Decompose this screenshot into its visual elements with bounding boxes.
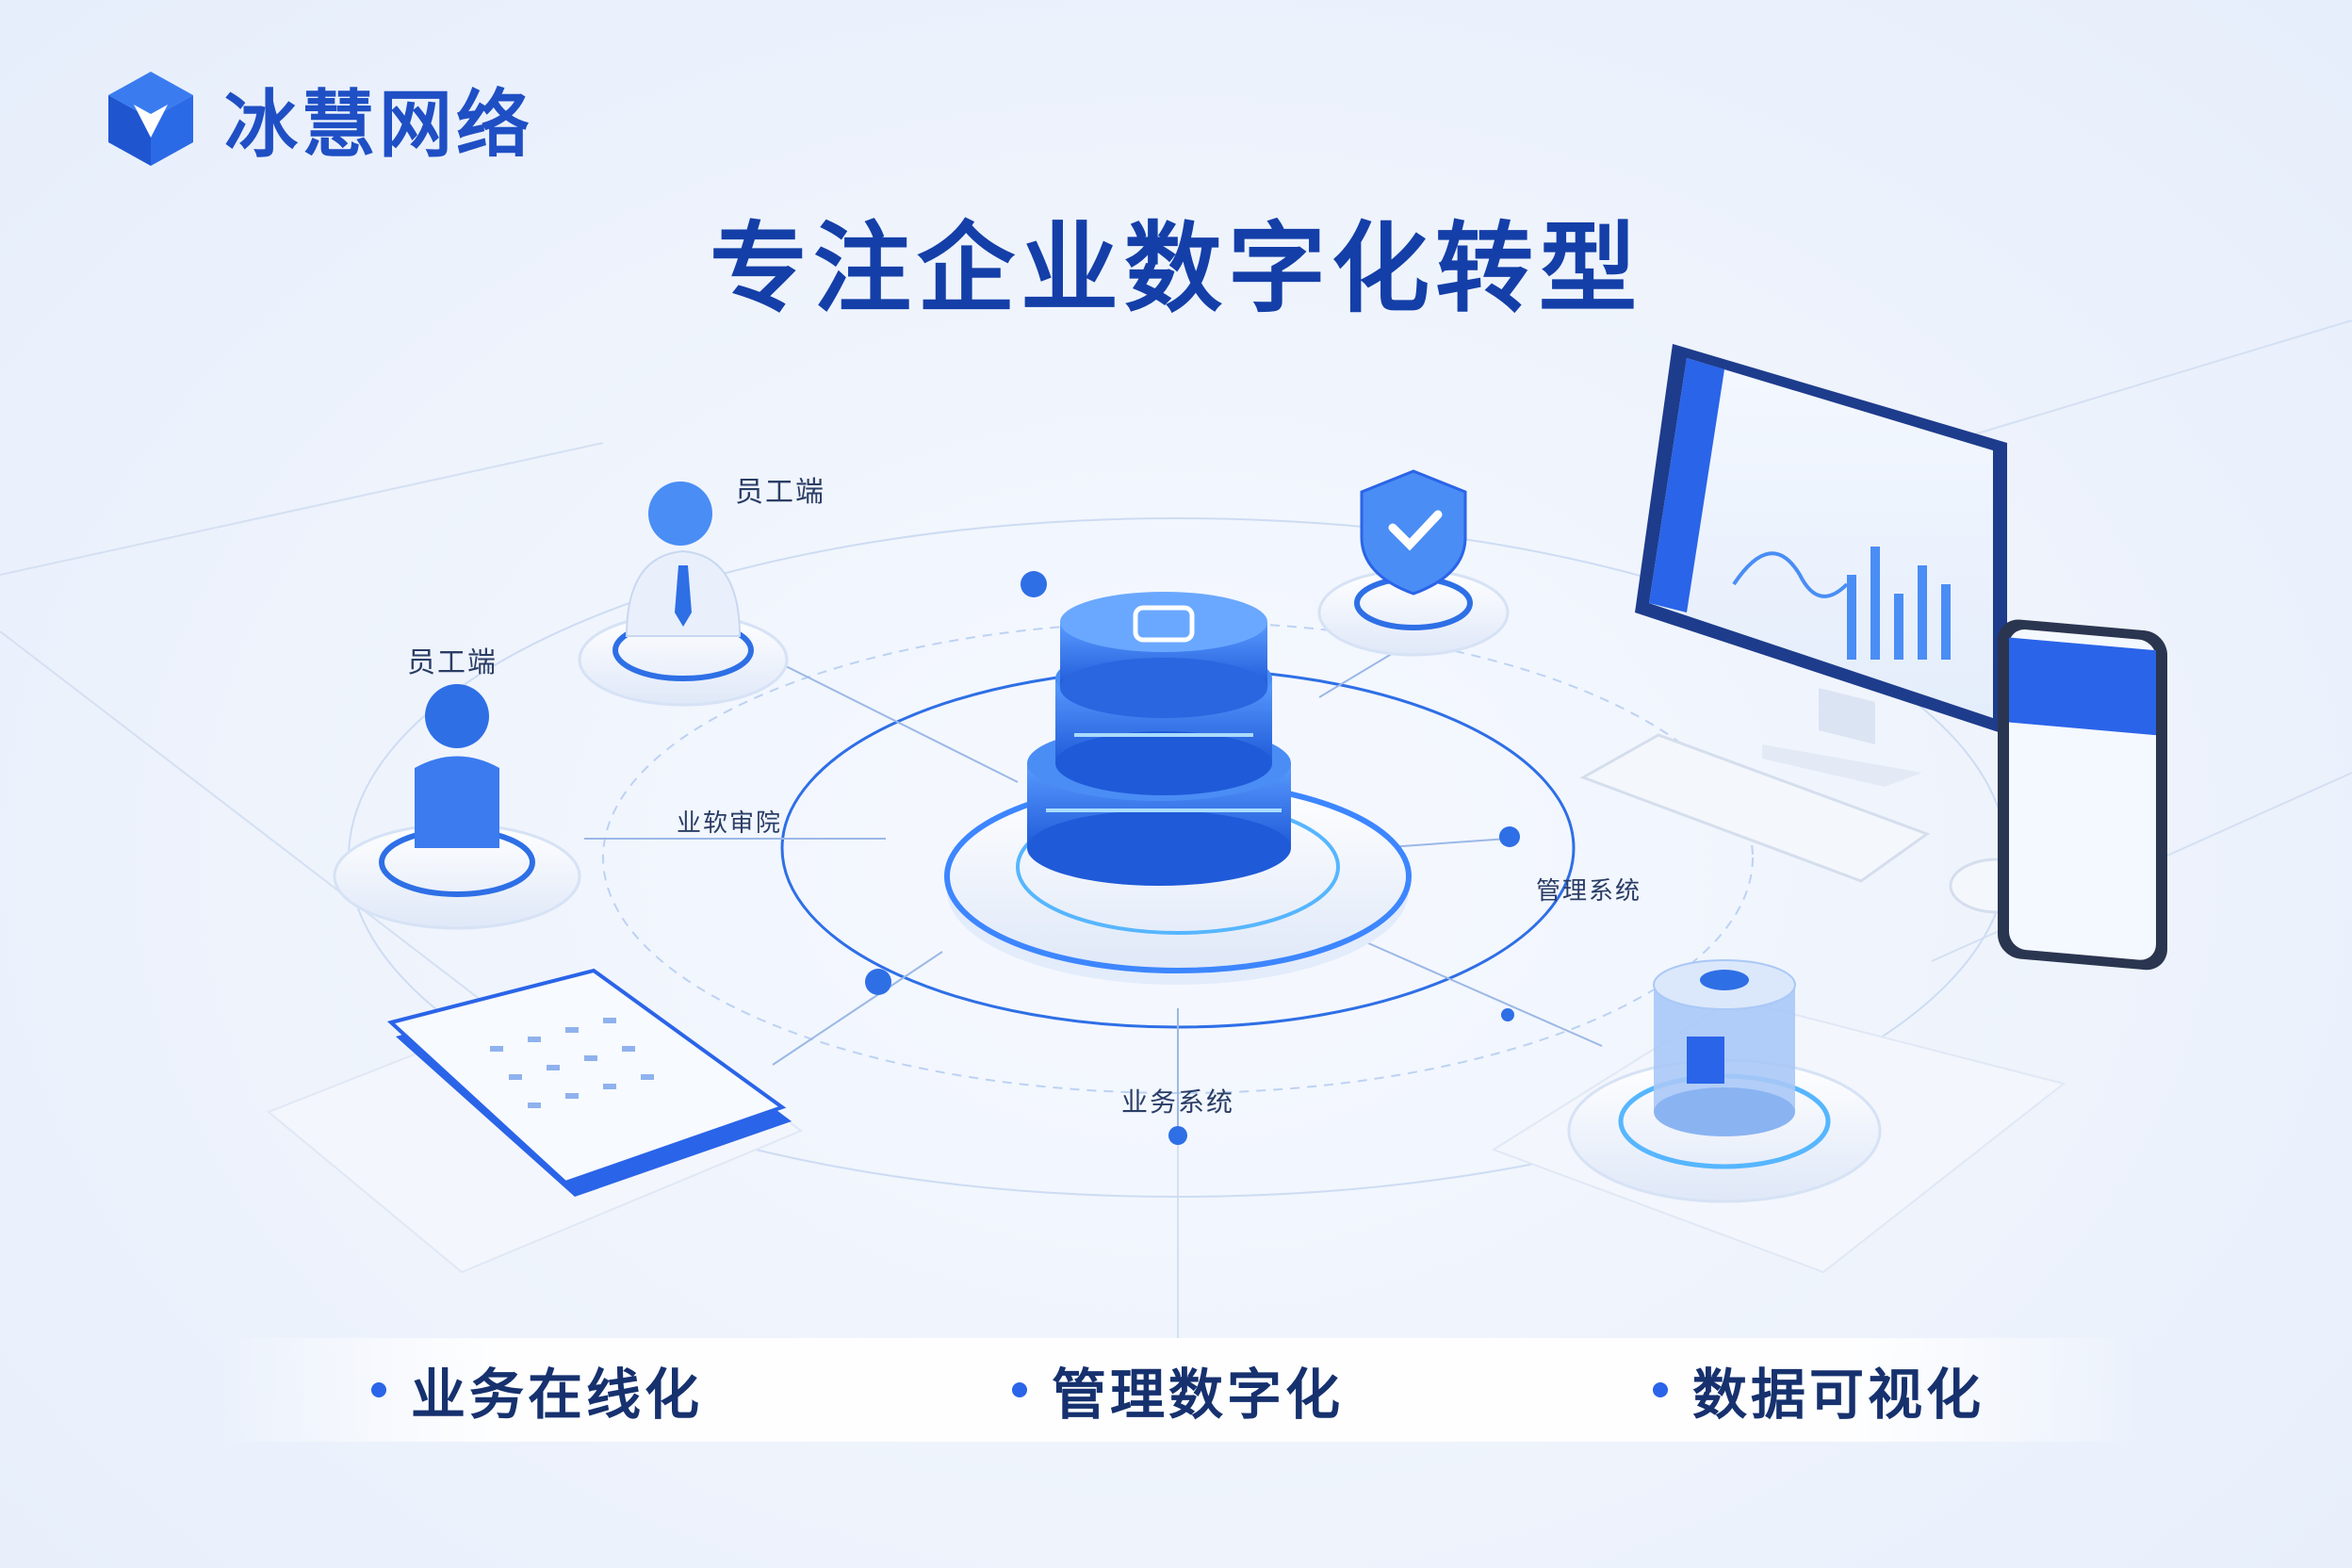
feature-item: 数据可视化 <box>1652 1350 1984 1429</box>
employee-figure-top <box>578 482 789 707</box>
shield-icon <box>1317 469 1510 657</box>
data-visualization-device <box>1491 959 2066 1274</box>
label-business-left: 业软审院 <box>677 809 783 838</box>
central-database <box>944 592 1412 985</box>
label-employee-left: 员工端 <box>407 646 498 679</box>
feature-label: 管理数字化 <box>1051 1363 1344 1427</box>
brand-name: 冰慧网络 <box>224 83 534 168</box>
bullet-icon <box>1652 1382 1668 1397</box>
label-business-bottom: 业务系统 <box>1121 1086 1235 1118</box>
headline: 专注企业数字化转型 <box>709 211 1642 326</box>
feature-item: 业务在线化 <box>370 1350 703 1429</box>
desktop-monitor <box>1579 344 2047 914</box>
feature-label: 数据可视化 <box>1691 1363 1984 1427</box>
employee-figure-left <box>333 684 581 930</box>
orbit-nodes <box>865 571 1520 1145</box>
label-management: 管理系统 <box>1536 877 1642 906</box>
cube-logo-icon <box>108 72 193 166</box>
mobile-phone <box>1998 619 2167 971</box>
feature-label: 业务在线化 <box>410 1363 703 1427</box>
feature-bar: 业务在线化 管理数字化 数据可视化 <box>217 1338 2139 1442</box>
tablet-device <box>267 968 803 1274</box>
feature-item: 管理数字化 <box>1011 1350 1344 1429</box>
bullet-icon <box>370 1382 386 1397</box>
connection-lines <box>584 640 1603 1131</box>
bullet-icon <box>1011 1382 1027 1397</box>
brand: 冰慧网络 <box>104 66 533 172</box>
label-employee-top: 员工端 <box>735 476 825 509</box>
